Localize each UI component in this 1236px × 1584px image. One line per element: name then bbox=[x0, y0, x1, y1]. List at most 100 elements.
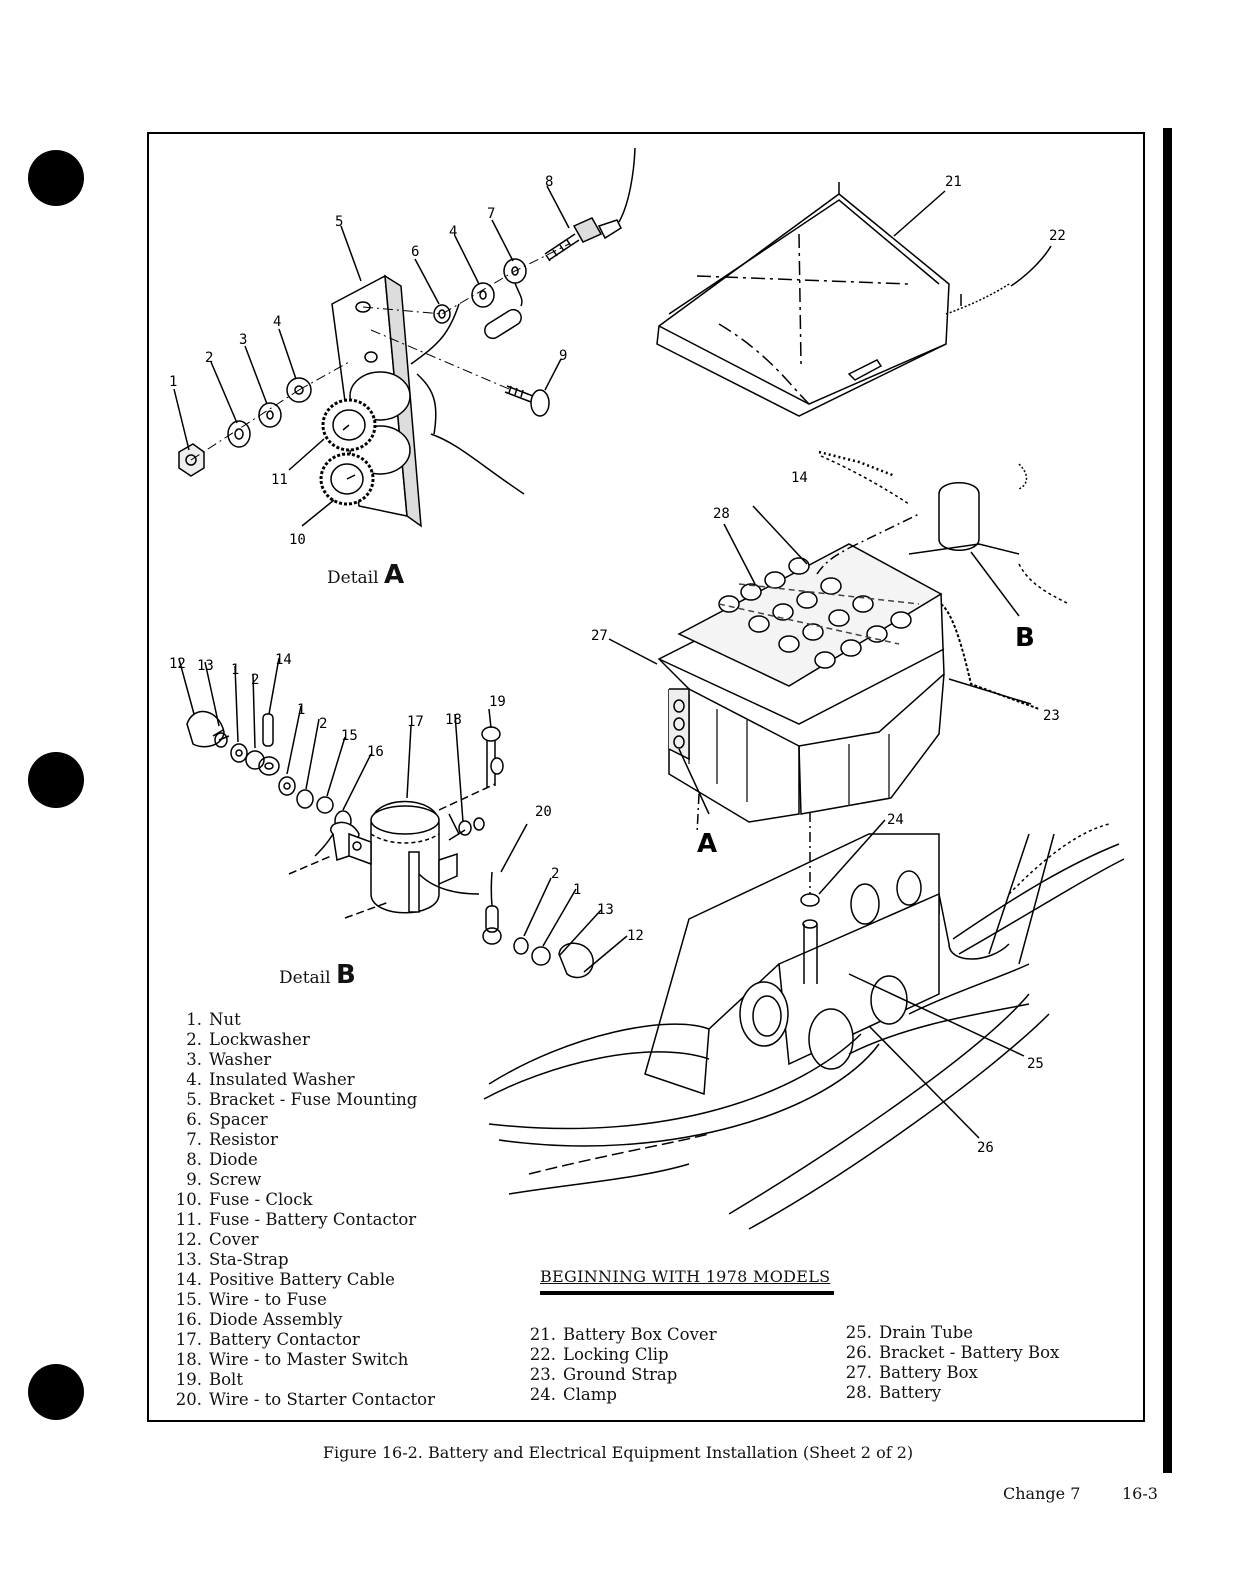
callout-a-9: 9 bbox=[559, 348, 567, 364]
callout-28: 28 bbox=[713, 506, 730, 522]
binder-hole-top bbox=[28, 150, 84, 206]
legend-item: 15.Wire - to Fuse bbox=[175, 1290, 327, 1309]
callout-b-1a: 1 bbox=[231, 662, 239, 678]
callout-b-18: 18 bbox=[445, 712, 462, 728]
callout-a-8: 8 bbox=[545, 174, 553, 190]
legend-item: 5.Bracket - Fuse Mounting bbox=[186, 1090, 418, 1109]
diagram-illustration: 1 2 3 4 5 6 4 7 8 9 10 11 12 13 1 2 14 1… bbox=[169, 147, 1125, 1230]
legend-item: 27.Battery Box bbox=[845, 1363, 978, 1382]
legend-item: 3.Washer bbox=[186, 1050, 272, 1069]
callout-21: 21 bbox=[945, 174, 962, 190]
legend-right: 25.Drain Tube 26.Bracket - Battery Box 2… bbox=[838, 1323, 1060, 1403]
callout-numbers: 1 2 3 4 5 6 4 7 8 9 10 11 12 13 1 2 14 1… bbox=[169, 174, 1066, 1156]
battery-box-bracket bbox=[483, 812, 1125, 1230]
detail-b-word: Detail bbox=[279, 968, 331, 988]
legend-middle: 21.Battery Box Cover 22.Locking Clip 23.… bbox=[522, 1325, 717, 1405]
change-bar bbox=[1163, 128, 1172, 1473]
legend-item: 13.Sta-Strap bbox=[175, 1250, 289, 1269]
spacer bbox=[433, 304, 451, 324]
callout-b-2a: 2 bbox=[251, 672, 259, 688]
callout-a-10: 10 bbox=[289, 532, 306, 548]
callout-b-14: 14 bbox=[275, 652, 292, 668]
callout-b-15: 15 bbox=[341, 728, 358, 744]
callout-b-20: 20 bbox=[535, 804, 552, 820]
callout-detail-a-marker: A bbox=[697, 829, 717, 859]
footer-change: Change 7 bbox=[1003, 1484, 1081, 1503]
legend-item: 26.Bracket - Battery Box bbox=[845, 1343, 1060, 1362]
legend-item: 25.Drain Tube bbox=[845, 1323, 974, 1342]
callout-b-13: 13 bbox=[197, 658, 214, 674]
lockwasher bbox=[227, 420, 251, 448]
legend-item: 6.Spacer bbox=[186, 1110, 268, 1129]
callout-detail-b-marker: B bbox=[1015, 623, 1035, 653]
legend-item: 14.Positive Battery Cable bbox=[175, 1270, 395, 1289]
section-title: BEGINNING WITH 1978 MODELS bbox=[540, 1267, 831, 1286]
legend-item: 11.Fuse - Battery Contactor bbox=[175, 1210, 417, 1229]
callout-b-13b: 13 bbox=[597, 902, 614, 918]
callout-25: 25 bbox=[1027, 1056, 1044, 1072]
callout-a-7: 7 bbox=[487, 206, 495, 222]
insulated-washer bbox=[286, 377, 312, 403]
legend-item: 7.Resistor bbox=[186, 1130, 278, 1149]
callout-b-1c: 1 bbox=[573, 882, 581, 898]
callout-a-6: 6 bbox=[411, 244, 419, 260]
wire-to-starter-contactor bbox=[490, 871, 493, 907]
callout-b-12b: 12 bbox=[627, 928, 644, 944]
legend-item: 2.Lockwasher bbox=[186, 1030, 310, 1049]
binder-hole-bottom bbox=[28, 1364, 84, 1420]
legend-item: 10.Fuse - Clock bbox=[175, 1190, 313, 1209]
cover bbox=[186, 710, 225, 748]
legend-item: 21.Battery Box Cover bbox=[529, 1325, 717, 1344]
callout-b-12: 12 bbox=[169, 656, 186, 672]
legend-item: 16.Diode Assembly bbox=[175, 1310, 343, 1329]
callout-b-17: 17 bbox=[407, 714, 424, 730]
ground-strap bbox=[940, 603, 1040, 710]
legend-item: 28.Battery bbox=[845, 1383, 942, 1402]
legend-item: 1.Nut bbox=[186, 1010, 241, 1029]
detail-a-letter: A bbox=[383, 560, 405, 590]
legend-item: 9.Screw bbox=[186, 1170, 262, 1189]
callout-a-2: 2 bbox=[205, 350, 213, 366]
battery-contactor bbox=[348, 800, 480, 914]
callout-24: 24 bbox=[887, 812, 904, 828]
callout-23: 23 bbox=[1043, 708, 1060, 724]
callout-a-1: 1 bbox=[169, 374, 177, 390]
legend-item: 22.Locking Clip bbox=[529, 1345, 669, 1364]
callout-26: 26 bbox=[977, 1140, 994, 1156]
legend-item: 19.Bolt bbox=[175, 1370, 243, 1389]
footer-page-number: 16-3 bbox=[1122, 1484, 1158, 1503]
callout-a-11: 11 bbox=[271, 472, 288, 488]
detail-b-label: Detail B bbox=[279, 960, 356, 990]
legend-item: 4.Insulated Washer bbox=[186, 1070, 355, 1089]
callout-a-3: 3 bbox=[239, 332, 247, 348]
detail-a-word: Detail bbox=[327, 568, 379, 588]
detail-a-drawing bbox=[173, 147, 636, 528]
legend-item: 17.Battery Contactor bbox=[175, 1330, 360, 1349]
legend-item: 12.Cover bbox=[175, 1230, 259, 1249]
section-title-rule bbox=[540, 1291, 834, 1295]
callout-b-1b: 1 bbox=[297, 702, 305, 718]
callout-b-2c: 2 bbox=[551, 866, 559, 882]
legend-item: 8.Diode bbox=[186, 1150, 258, 1169]
drain-tube bbox=[803, 924, 818, 984]
legend-left: 1.Nut 2.Lockwasher 3.Washer 4.Insulated … bbox=[168, 1010, 435, 1410]
detail-b-letter: B bbox=[335, 960, 356, 990]
callout-a-4b: 4 bbox=[449, 224, 457, 240]
screw bbox=[504, 385, 550, 417]
legend-item: 20.Wire - to Starter Contactor bbox=[175, 1390, 436, 1409]
diode bbox=[544, 147, 636, 262]
callout-a-4a: 4 bbox=[273, 314, 281, 330]
callout-27: 27 bbox=[591, 628, 608, 644]
figure-caption: Figure 16-2. Battery and Electrical Equi… bbox=[322, 1443, 914, 1462]
legend-item: 18.Wire - to Master Switch bbox=[175, 1350, 409, 1369]
callout-a-5: 5 bbox=[335, 214, 343, 230]
callout-22: 22 bbox=[1049, 228, 1066, 244]
legend-item: 24.Clamp bbox=[529, 1385, 617, 1404]
figure-frame: 1 2 3 4 5 6 4 7 8 9 10 11 12 13 1 2 14 1… bbox=[147, 132, 1145, 1422]
battery-box-cover bbox=[656, 182, 1052, 417]
battery bbox=[677, 543, 943, 687]
fuse-battery-contactor bbox=[321, 371, 411, 452]
positive-battery-cable-terminal bbox=[262, 713, 274, 747]
callout-b-19: 19 bbox=[489, 694, 506, 710]
binder-hole-middle bbox=[28, 752, 84, 808]
